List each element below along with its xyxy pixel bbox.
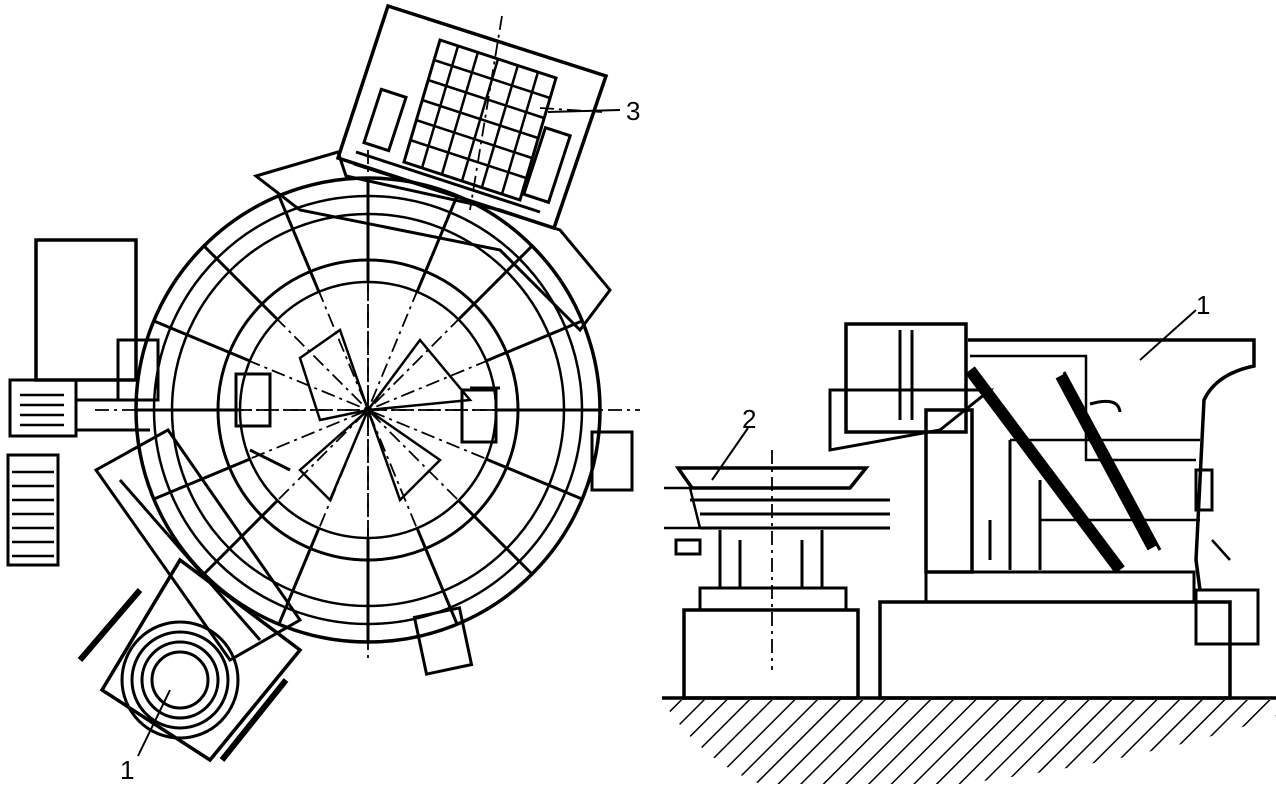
label-part-1-plan: 1 [120,755,135,785]
label-part-3: 3 [626,96,641,126]
label-part-1-elevation: 1 [1196,290,1211,320]
support-frame [965,366,1162,574]
machine-base [878,408,1260,700]
elevation-view [662,309,1276,784]
plan-view [6,3,640,763]
rotary-table [95,15,640,660]
label-part-2: 2 [742,404,757,434]
upper-housing [828,322,1256,591]
round-unit [77,557,303,763]
rotary-table-elevation [664,450,890,700]
